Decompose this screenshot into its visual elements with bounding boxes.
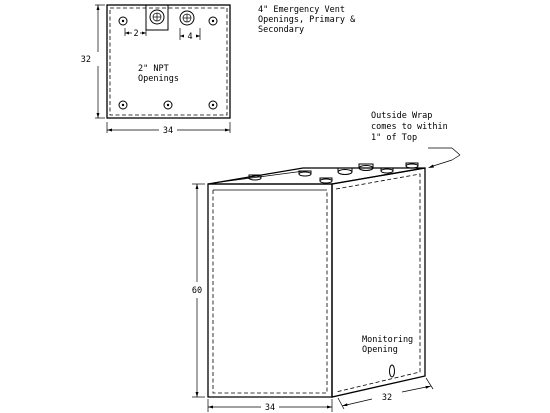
- npt-label-line2: Openings: [138, 74, 179, 84]
- dimension-iso-front-width: 34: [207, 399, 333, 413]
- npt-opening-icon: [163, 100, 173, 110]
- wrap-label: Outside Wrap comes to within 1" of Top: [371, 111, 448, 143]
- isometric-view: Monitoring Opening 60 34: [192, 147, 461, 413]
- npt-label-line1: 2" NPT: [138, 64, 169, 74]
- tank-side-face: [331, 167, 426, 398]
- dimension-small-left-label: 2: [133, 29, 138, 39]
- dimension-small-left: 2: [124, 28, 147, 39]
- wrap-leader-line: [428, 147, 461, 168]
- vent-label-line1: 4" Emergency Vent: [258, 5, 345, 15]
- top-view: 2 4 2" NPT Openings 32: [81, 4, 231, 136]
- tank-front-face: [207, 183, 333, 398]
- wrap-label-line3: 1" of Top: [371, 133, 417, 143]
- dimension-small-right: 4: [179, 28, 201, 42]
- npt-opening-icon: [118, 16, 128, 26]
- monitoring-label-line1: Monitoring: [362, 335, 413, 345]
- dimension-top-width-label: 34: [163, 126, 173, 136]
- wrap-label-line2: comes to within: [371, 122, 448, 132]
- dimension-top-height: 32: [81, 4, 105, 119]
- dimension-iso-height: 60: [192, 183, 205, 398]
- top-fitting-icon: [319, 177, 333, 184]
- primary-vent-opening-icon: [145, 4, 169, 31]
- tank-top-face: [207, 167, 426, 185]
- vent-fitting-icon: [358, 163, 374, 171]
- vent-label: 4" Emergency Vent Openings, Primary & Se…: [258, 5, 356, 35]
- top-fitting-icon: [380, 167, 394, 174]
- vent-label-line3: Secondary: [258, 25, 304, 35]
- npt-opening-icon: [118, 100, 128, 110]
- top-fitting-icon: [248, 174, 262, 181]
- tank-side-inner-wrap: [335, 173, 421, 393]
- dimension-iso-side-depth-label: 32: [382, 393, 392, 403]
- monitoring-opening-icon: [389, 364, 395, 378]
- monitoring-label-line2: Opening: [362, 345, 398, 355]
- secondary-vent-opening-icon: [179, 10, 195, 26]
- dimension-top-width: 34: [106, 122, 231, 136]
- dimension-iso-height-label: 60: [192, 286, 202, 296]
- top-fitting-icon: [298, 170, 312, 177]
- dimension-iso-side-depth: 32: [337, 377, 434, 410]
- wrap-label-line1: Outside Wrap: [371, 111, 432, 121]
- vent-fitting-icon: [337, 167, 353, 175]
- npt-opening-icon: [208, 100, 218, 110]
- dimension-small-right-label: 4: [187, 32, 192, 42]
- dimension-iso-front-width-label: 34: [265, 403, 275, 413]
- tank-front-inner-wrap: [212, 190, 328, 394]
- top-fitting-icon: [405, 162, 419, 169]
- npt-opening-icon: [208, 16, 218, 26]
- dimension-top-height-label: 32: [81, 55, 91, 65]
- vent-label-line2: Openings, Primary &: [258, 15, 356, 25]
